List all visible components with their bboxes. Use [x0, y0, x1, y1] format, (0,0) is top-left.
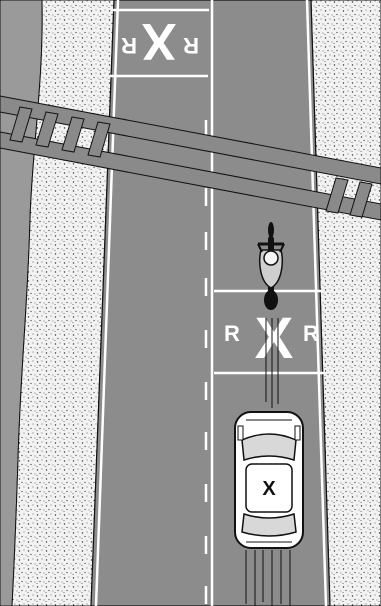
- car: X: [234, 411, 304, 549]
- rxr-marking-bottom: R X R: [214, 289, 324, 375]
- car-roof-label: X: [262, 478, 276, 500]
- rxr-top-right-letter: R: [121, 33, 137, 58]
- car-motion-lines: [245, 550, 291, 606]
- rxr-bottom-right-letter: R: [303, 321, 319, 346]
- right-edge-line: [305, 0, 328, 606]
- rxr-top-left-letter: R: [183, 33, 199, 58]
- rxr-top-center-letter: X: [141, 12, 176, 70]
- rxr-bottom-left-letter: R: [224, 321, 240, 346]
- rxr-bottom-center-letter: X: [255, 306, 294, 371]
- left-edge-line: [94, 0, 120, 606]
- railroad-track: [0, 95, 381, 221]
- rxr-marking-top: R X R: [110, 8, 209, 78]
- motorcycle-motion-lines: [265, 318, 279, 408]
- motorcycle: [257, 222, 285, 310]
